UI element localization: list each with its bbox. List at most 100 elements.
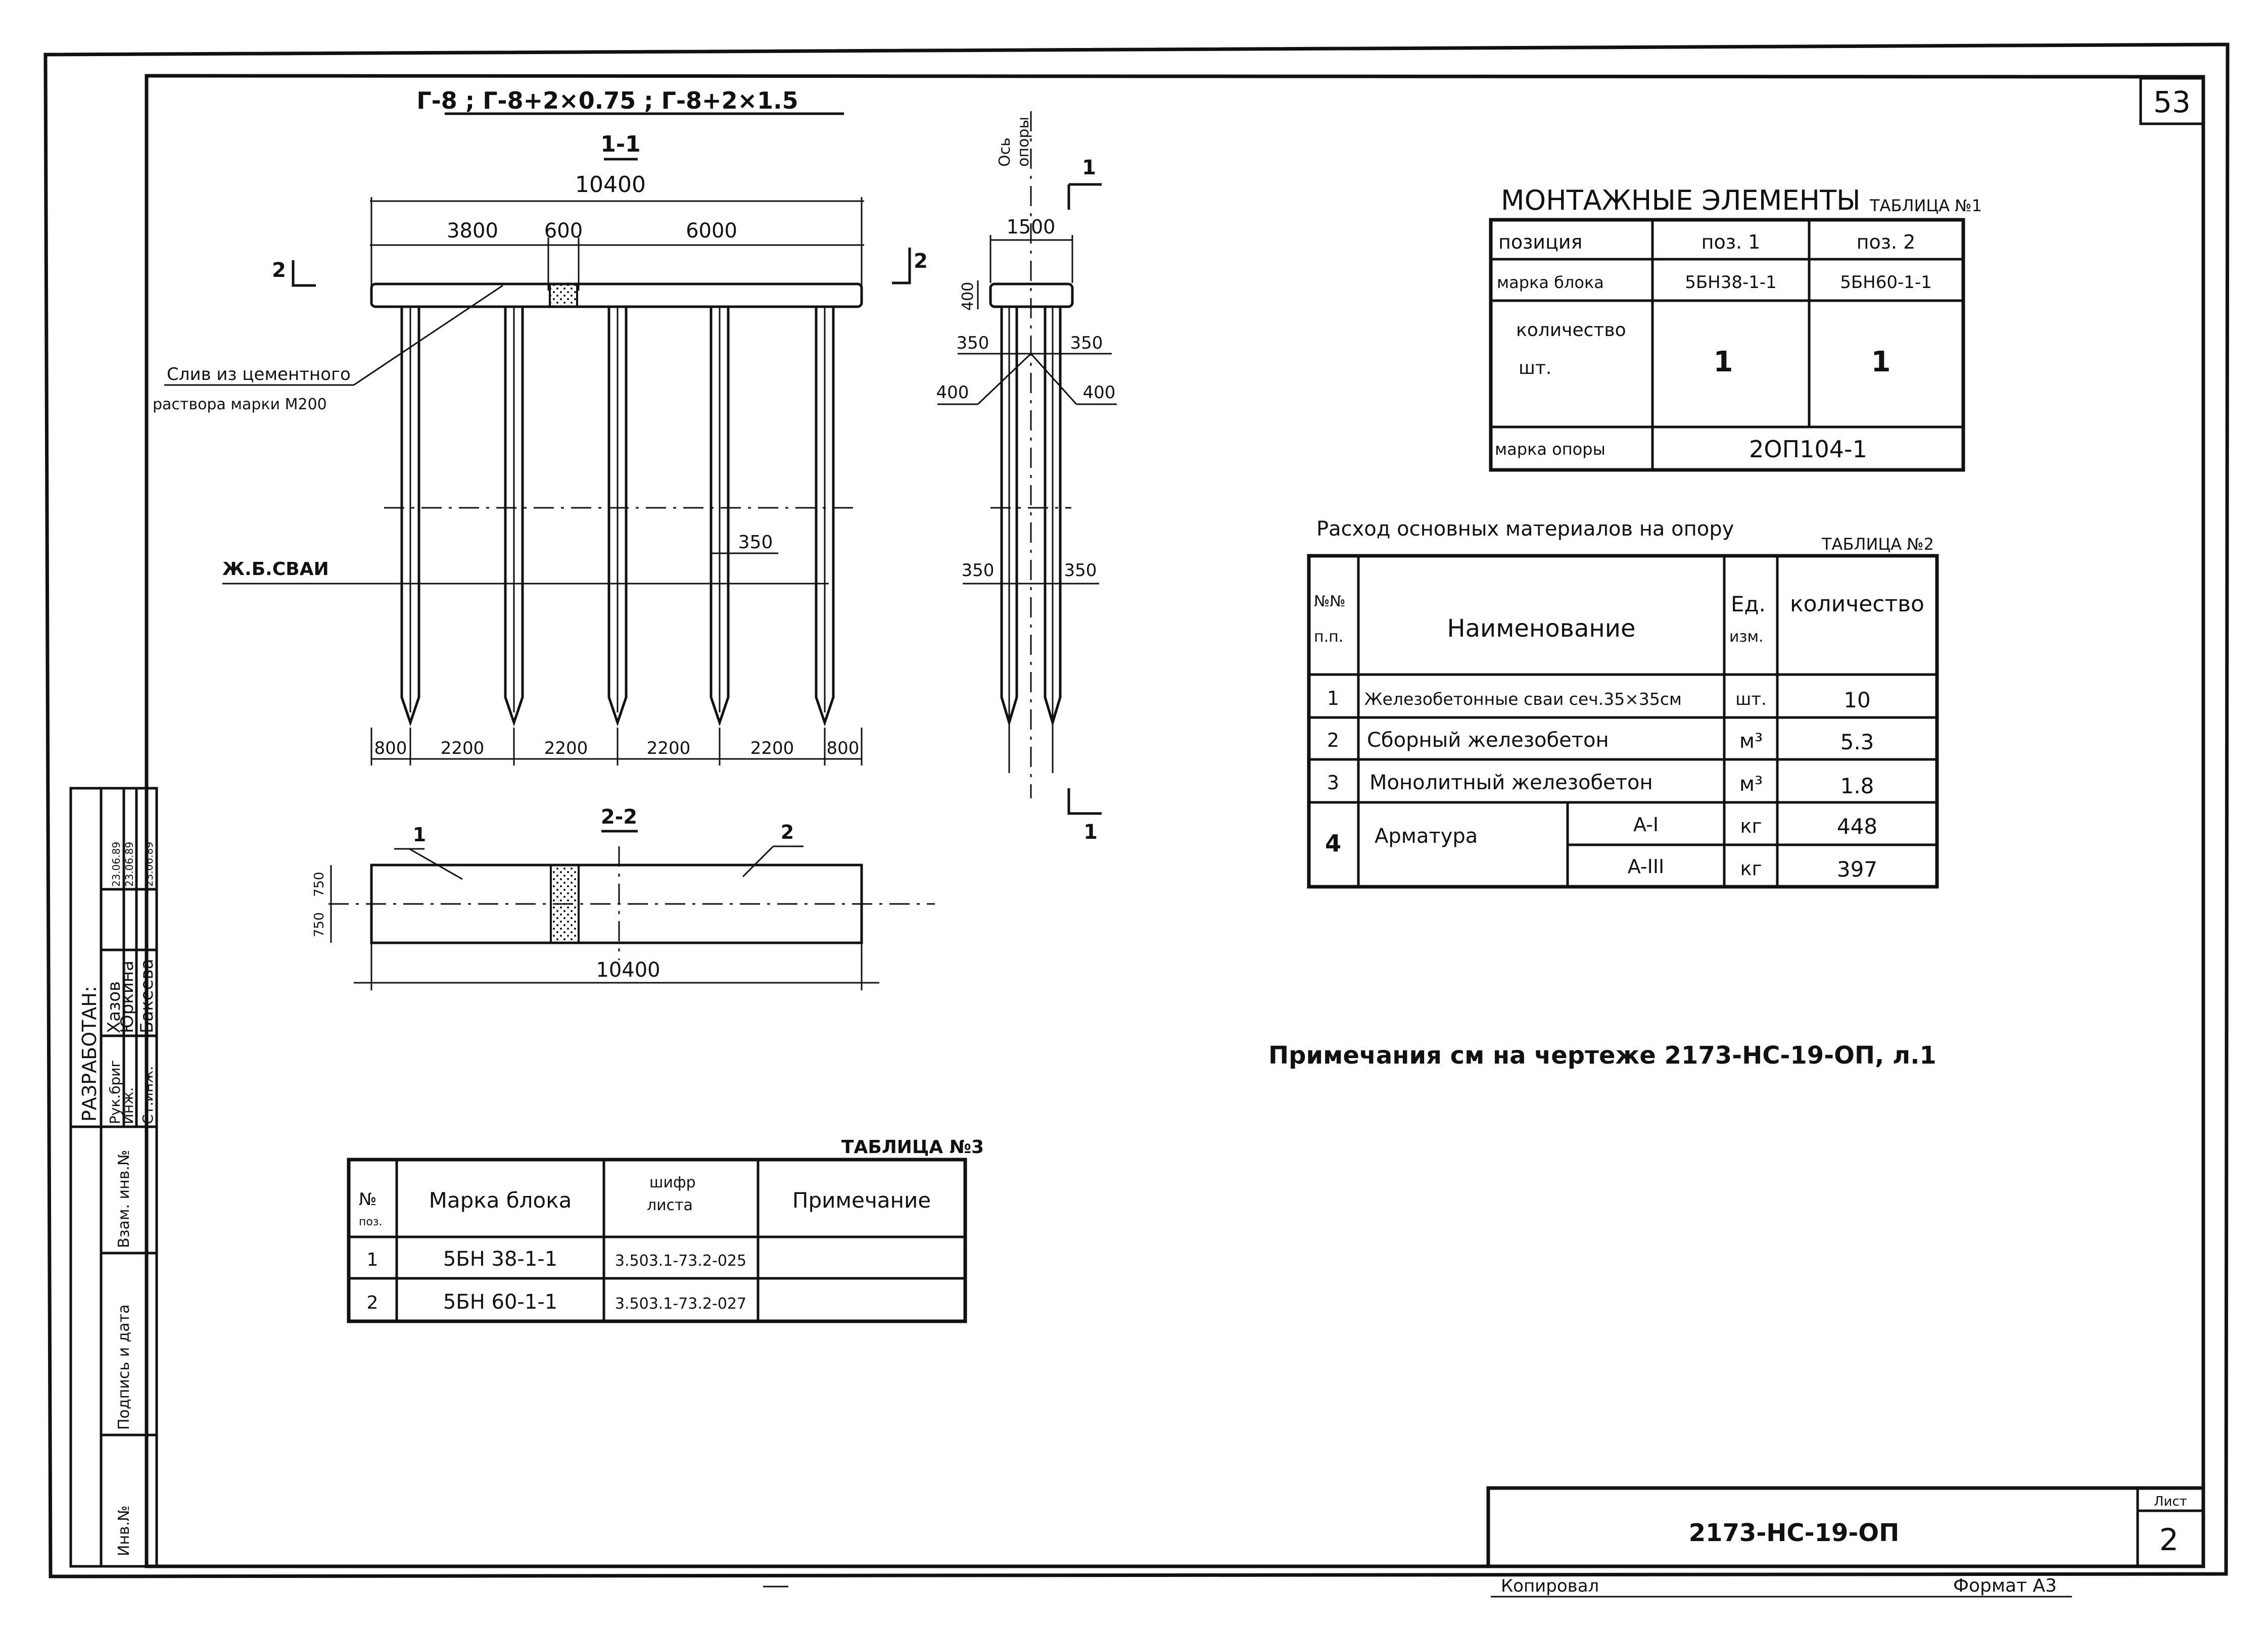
pile-3 [607, 307, 628, 727]
section-2-2-label: 2-2 [601, 805, 637, 829]
side-350-r: 350 [1070, 333, 1103, 353]
sheet-number: 53 [2153, 85, 2191, 119]
title-format: Формат А3 [1953, 1575, 2057, 1596]
pile-group [400, 307, 835, 727]
t3-r2-sheet: 3.503.1-73.2-027 [615, 1295, 746, 1313]
pile-width-label: 350 [738, 532, 773, 553]
t1-qty-label-2: шт. [1519, 358, 1551, 378]
t2-r1-unit: шт. [1735, 689, 1767, 709]
table-1: МОНТАЖНЫЕ ЭЛЕМЕНТЫ ТАБЛИЦА №1 позиция по… [1489, 184, 1982, 472]
bottom-dim-0: 800 [374, 738, 407, 758]
stamp-role-3: Ст.инж. [139, 1066, 156, 1124]
stamp-name-3: Бакеева [137, 959, 157, 1033]
stamp-date-3: 23.06.89 [143, 842, 155, 887]
side-350-l2: 350 [962, 560, 995, 581]
side-400-r: 400 [1083, 382, 1116, 403]
table-3: ТАБЛИЦА №3 № поз. Марка блока шифр листа… [347, 1137, 984, 1323]
cut-mark-1-bottom: 1 [1083, 821, 1098, 844]
table1-tag: ТАБЛИЦА №1 [1869, 196, 1982, 215]
t3-h-num-2: поз. [359, 1216, 383, 1228]
side-height: 400 [959, 282, 977, 311]
t2-r1-qty: 10 [1844, 688, 1870, 712]
t2-r3-n: 3 [1327, 772, 1339, 794]
t1-h-pos: позиция [1498, 231, 1582, 253]
side-width: 1500 [1007, 216, 1056, 238]
stamp-role-2: Инж. [120, 1087, 136, 1124]
bottom-dim-3: 2200 [647, 738, 691, 758]
pile-2 [504, 307, 524, 727]
dim-left: 3800 [447, 219, 498, 243]
side-350-l: 350 [957, 333, 989, 353]
t2-r2-n: 2 [1327, 729, 1339, 751]
title-sheet-label: Лист [2154, 1494, 2187, 1509]
table1-title: МОНТАЖНЫЕ ЭЛЕМЕНТЫ [1501, 184, 1861, 216]
t1-h-pos1: поз. 1 [1702, 231, 1761, 253]
bottom-dim-4: 2200 [750, 738, 794, 758]
side-350-r2: 350 [1064, 560, 1097, 581]
t1-brand-2: 5БН60-1-1 [1840, 272, 1932, 293]
t2-r4b-unit: кг [1740, 857, 1762, 880]
plan-pos-1: 1 [413, 824, 426, 846]
plan-750-top: 750 [312, 872, 327, 897]
t3-r2-n: 2 [367, 1292, 379, 1313]
side-400-l: 400 [936, 382, 969, 403]
t2-r3-qty: 1.8 [1840, 774, 1874, 798]
stamp-label-inv: Инв.№ [115, 1506, 133, 1556]
axis-label-2: опоры [1015, 117, 1032, 167]
stamp-date-2: 23.06.89 [123, 842, 135, 887]
t3-h-sheet-1: шифр [649, 1174, 696, 1191]
t3-h-num-1: № [359, 1189, 376, 1210]
t1-h-pos2: поз. 2 [1857, 231, 1916, 253]
pile-5 [815, 307, 835, 727]
section-1-1-label: 1-1 [600, 131, 641, 157]
t2-h-num-1: №№ [1314, 593, 1345, 610]
variant-header: Г-8 ; Г-8+2×0.75 ; Г-8+2×1.5 [416, 87, 798, 114]
dim-joint: 600 [544, 219, 583, 243]
side-stamp: РАЗРАБОТАН: Рук.бриг Хазов Инж. Юркина С… [69, 787, 158, 1568]
t1-support-value: 2ОП104-1 [1749, 436, 1867, 463]
t2-r4-n: 4 [1325, 830, 1341, 857]
stamp-role-1: Рук.бриг [107, 1060, 123, 1124]
t3-r1-n: 1 [367, 1250, 379, 1270]
t1-brand-1: 5БН38-1-1 [1685, 272, 1777, 293]
t2-r1-name: Железобетонные сваи сеч.35×35см [1364, 689, 1682, 709]
t2-r4-name: Арматура [1375, 825, 1478, 848]
stamp-date-1: 23.06.89 [110, 842, 122, 887]
cut-mark-2-right: 2 [914, 250, 928, 273]
table2-title: Расход основных материалов на опору [1316, 517, 1734, 541]
t3-h-note: Примечание [792, 1188, 931, 1213]
seam-label-1: Слив из цементного [167, 364, 351, 385]
t2-r3-unit: м³ [1739, 773, 1763, 796]
bottom-dim-1: 2200 [441, 738, 485, 758]
table3-tag: ТАБЛИЦА №3 [841, 1137, 984, 1158]
t2-r4b-qty: 397 [1837, 857, 1877, 882]
t2-r4a-unit: кг [1740, 815, 1762, 837]
title-sheet-value: 2 [2159, 1522, 2179, 1558]
plan-total-width: 10400 [596, 959, 660, 982]
table-2: Расход основных материалов на опору ТАБЛ… [1307, 517, 1939, 889]
dim-total-width: 10400 [575, 172, 646, 198]
title-copied: Копировал [1501, 1576, 1599, 1596]
elevation-view: Г-8 ; Г-8+2×0.75 ; Г-8+2×1.5 1-1 10400 3… [153, 87, 928, 765]
t1-qty-1: 1 [1714, 346, 1733, 378]
plan-pos-2: 2 [781, 821, 794, 843]
t2-r1-n: 1 [1327, 687, 1339, 709]
title-block: 2173-НС-19-ОП Лист 2 Копировал Формат А3 [763, 1486, 2205, 1598]
pile-1 [400, 307, 420, 727]
stamp-label-replace: Взам. инв.№ [115, 1150, 133, 1248]
axis-label-1: Ось [996, 137, 1014, 167]
t1-support-label: марка опоры [1495, 440, 1605, 459]
pile-4 [710, 307, 730, 727]
table2-tag: ТАБЛИЦА №2 [1821, 535, 1934, 554]
plan-view: 2-2 1 2 750 750 10400 [312, 805, 935, 990]
t1-qty-label-1: количество [1516, 320, 1626, 341]
t2-h-unit-1: Ед. [1731, 592, 1766, 616]
t2-r3-name: Монолитный железобетон [1369, 771, 1653, 794]
side-view: Ось опоры 1 1500 400 350 350 400 400 350… [936, 111, 1117, 844]
notes-reference: Примечания см на чертеже 2173-НС-19-ОП, … [1268, 1041, 1936, 1070]
cut-mark-2-left: 2 [272, 259, 286, 282]
t2-r4a-qty: 448 [1837, 814, 1877, 839]
bottom-dim-2: 2200 [544, 738, 588, 758]
cut-mark-1-top: 1 [1082, 156, 1096, 179]
t2-h-num-2: п.п. [1314, 628, 1343, 646]
